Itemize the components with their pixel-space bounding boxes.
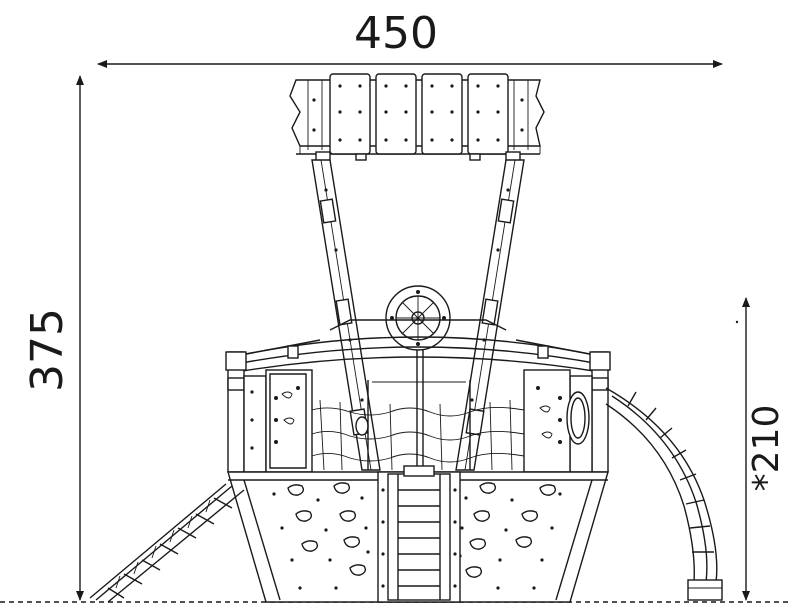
curved-slide [605,387,723,601]
cargo-net [311,380,525,471]
width-dimension-label: 450 [354,8,438,59]
height-dimension-label: 375 [22,308,73,392]
right-side-panel [523,369,593,473]
marker-dot [735,320,739,324]
width-dimension: 450 [97,8,723,68]
climbing-holds-left [287,482,367,576]
steering-wheel [385,285,451,470]
rope-ladder [89,483,245,603]
height-dimension: 375 [22,75,84,601]
roof-support-posts [311,159,525,471]
platform-height-dimension: *210 [742,297,787,601]
center-ladder [377,465,461,603]
upper-frame [225,319,611,473]
platform-height-label: *210 [746,405,787,492]
climbing-holds-right [465,482,557,578]
left-side-panel [243,369,313,473]
roof-canopy [289,73,545,163]
